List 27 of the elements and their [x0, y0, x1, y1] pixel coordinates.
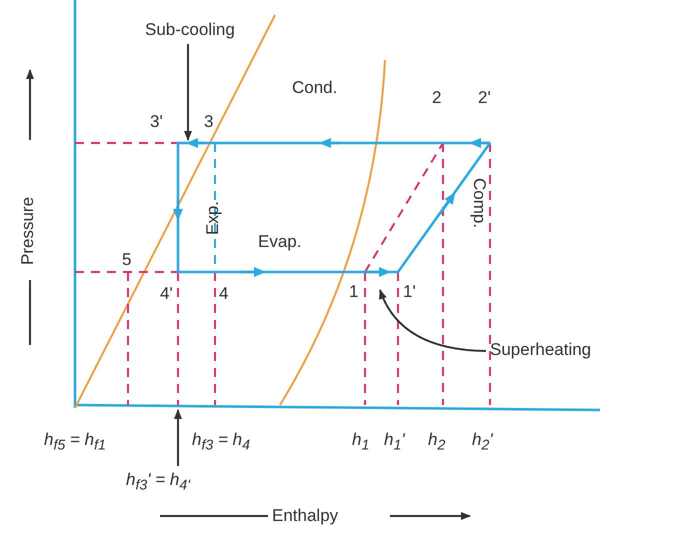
process-label: Evap.	[258, 232, 302, 252]
point-label: 5	[122, 250, 132, 270]
enthalpy-label: h$_{1}$'	[384, 430, 405, 456]
point-label: 3'	[150, 112, 163, 132]
leader-line	[379, 289, 486, 352]
enthalpy-label: h$_{2}$	[428, 430, 446, 456]
point-label: 2	[432, 88, 442, 108]
callout-text: h$_{f3}$' = h$_{4'}$	[126, 470, 190, 496]
axis-label: Pressure	[18, 196, 38, 265]
point-label: 1	[349, 282, 358, 302]
leader-line	[184, 44, 192, 141]
process-label: Comp.	[469, 178, 489, 228]
axis-label: Enthalpy	[272, 506, 338, 526]
point-label: 2'	[478, 88, 491, 108]
callout-text: Superheating	[490, 340, 592, 360]
process-label: Exp.	[203, 200, 223, 235]
point-label: 1'	[403, 282, 416, 302]
process-label: Cond.	[292, 78, 338, 98]
enthalpy-label: h$_{2}$'	[472, 430, 493, 456]
enthalpy-label: h$_{f3}$ = h$_{4}$	[192, 430, 250, 456]
leader-line	[174, 409, 182, 466]
point-label: 4	[219, 284, 228, 304]
point-label: 4'	[160, 284, 173, 304]
callout-text: Sub-cooling	[145, 20, 235, 40]
enthalpy-label: h$_{f5}$ = h$_{f1}$	[44, 430, 106, 456]
point-label: 3	[204, 112, 214, 132]
enthalpy-label: h$_{1}$	[352, 430, 370, 456]
